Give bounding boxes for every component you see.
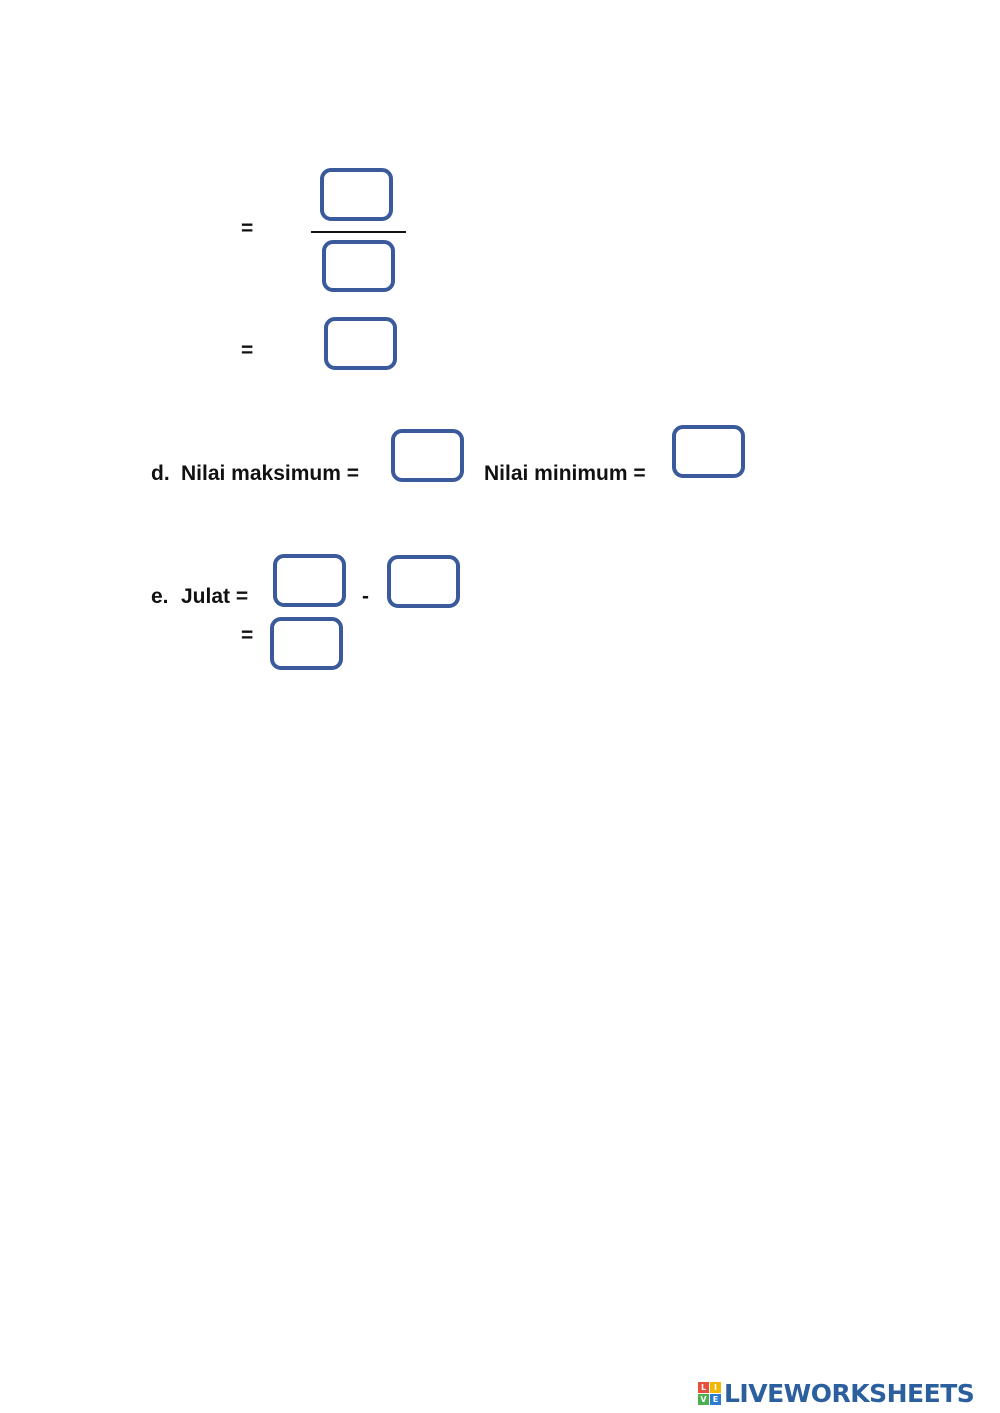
range-min-answer-box[interactable]: [387, 555, 460, 608]
min-value-label: Nilai minimum =: [484, 462, 646, 485]
numerator-answer-box[interactable]: [320, 168, 393, 221]
logo-text: LIVEWORKSHEETS: [724, 1378, 975, 1408]
liveworksheets-logo: L I V E LIVEWORKSHEETS: [698, 1378, 975, 1408]
logo-tiles-icon: L I V E: [698, 1381, 721, 1405]
question-e-label: e.: [151, 585, 169, 608]
equals-sign: =: [241, 624, 254, 647]
minus-sign: -: [362, 585, 369, 608]
max-value-label: Nilai maksimum =: [181, 462, 359, 485]
logo-tile: I: [710, 1381, 721, 1393]
fraction-bar: [311, 231, 406, 233]
range-label: Julat =: [181, 585, 249, 608]
range-max-answer-box[interactable]: [273, 554, 346, 607]
logo-tile: V: [698, 1393, 709, 1405]
min-value-answer-box[interactable]: [672, 425, 745, 478]
equals-sign: =: [241, 217, 254, 240]
denominator-answer-box[interactable]: [322, 240, 395, 292]
question-d-label: d.: [151, 462, 170, 485]
max-value-answer-box[interactable]: [391, 429, 464, 482]
logo-tile: E: [710, 1393, 721, 1405]
logo-tile: L: [698, 1381, 709, 1393]
equals-sign: =: [241, 339, 254, 362]
range-result-answer-box[interactable]: [270, 617, 343, 670]
result-answer-box[interactable]: [324, 317, 397, 370]
